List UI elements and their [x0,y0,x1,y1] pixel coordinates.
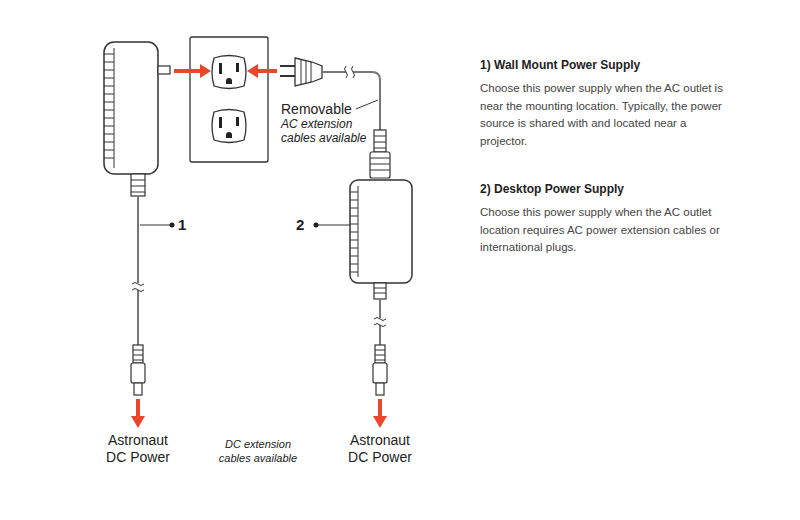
dc-plug-tip [134,383,142,395]
section-heading: 2) Desktop Power Supply [480,182,770,196]
ground-hole [226,132,232,138]
wall-mount-supply [104,42,170,395]
strain-relief [131,174,145,196]
strain-relief-ribs [374,288,386,293]
output-arrow [378,399,382,418]
note-text: DC extension cables available [213,437,303,465]
part-label: Removable [281,101,352,117]
strain-relief-ribs [131,180,145,192]
outlet-face [212,56,246,89]
strain-relief-ribs [374,136,386,148]
outlet-face [212,110,246,143]
strain-relief [374,283,386,299]
section-heading: 1) Wall Mount Power Supply [480,58,770,72]
dc-plug-tip [376,383,384,395]
dc-plug-rib-lines [375,350,385,360]
section-body: Choose this power supply when the AC out… [480,204,730,257]
dc-plug-ribs [375,345,385,363]
output-label: Astronaut DC Power [98,432,178,466]
cable-break [345,66,355,78]
note-text: AC extension cables available [281,117,373,145]
wall-plate [190,37,268,162]
ac-plug-body [295,58,322,86]
outlet [212,56,246,89]
callout-number: 2 [296,216,304,233]
output-label: Astronaut DC Power [340,432,420,466]
ac-plug-ribs [301,60,311,84]
outlet [212,110,246,143]
outlet-slot [219,117,222,128]
dc-plug-body [131,363,145,383]
callout-number: 1 [178,216,186,233]
dc-cable [137,196,139,345]
cable-break [132,283,144,292]
supply-fins [104,54,114,158]
dc-plug-ribs [133,345,143,363]
callout-dot [314,223,319,228]
ac-inlet-ribs [370,158,390,170]
outlet-slot [236,63,239,72]
callout-dot [170,223,175,228]
insert-arrow [174,69,201,73]
strain-relief [374,130,386,152]
desktop-supply [280,58,412,395]
arrow-head [200,64,211,78]
ac-inlet-plug [370,152,390,178]
arrow-head [131,416,145,428]
plug-prong [158,66,170,74]
outlet-slot [236,117,239,126]
outlet-slot [219,63,222,74]
dc-plug-rib-lines [133,350,143,360]
ground-hole [226,78,232,84]
section-body: Choose this power supply when the AC out… [480,80,730,150]
label-leader [356,100,378,109]
output-arrow [136,399,140,418]
dc-plug-body [373,363,387,383]
supply-fins [350,192,358,272]
supply-brick [350,180,412,283]
callout-leader [140,225,172,226]
cable-break [374,318,386,327]
supply-body [104,42,158,174]
arrow-head [373,416,387,428]
ac-plug-prongs [280,66,296,76]
callout-leader [316,225,350,226]
insert-arrow [257,69,277,73]
arrow-head [247,64,258,78]
